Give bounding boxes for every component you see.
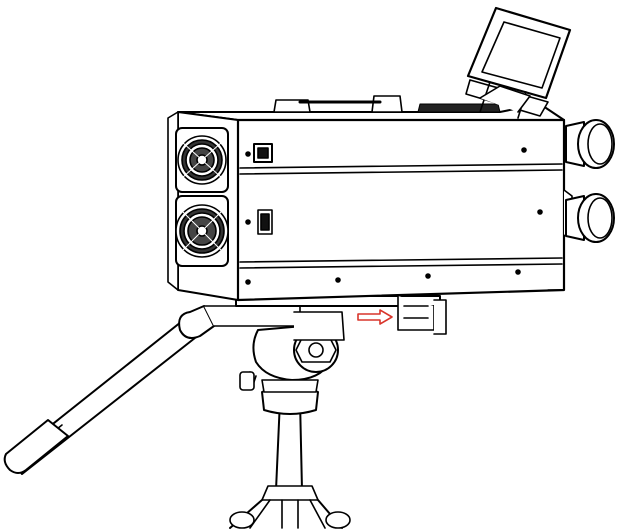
flip-up-screen bbox=[465, 6, 572, 119]
fan-lower bbox=[175, 195, 229, 267]
eyepiece-upper bbox=[565, 119, 615, 169]
camera-body bbox=[167, 95, 573, 302]
tripod-base bbox=[229, 499, 351, 529]
pan-handle bbox=[3, 305, 301, 475]
eyepiece-lower bbox=[565, 193, 615, 243]
red-direction-arrow bbox=[357, 309, 393, 325]
tripod-head bbox=[239, 311, 345, 393]
tripod-column bbox=[261, 385, 319, 501]
fan-upper bbox=[175, 127, 229, 193]
